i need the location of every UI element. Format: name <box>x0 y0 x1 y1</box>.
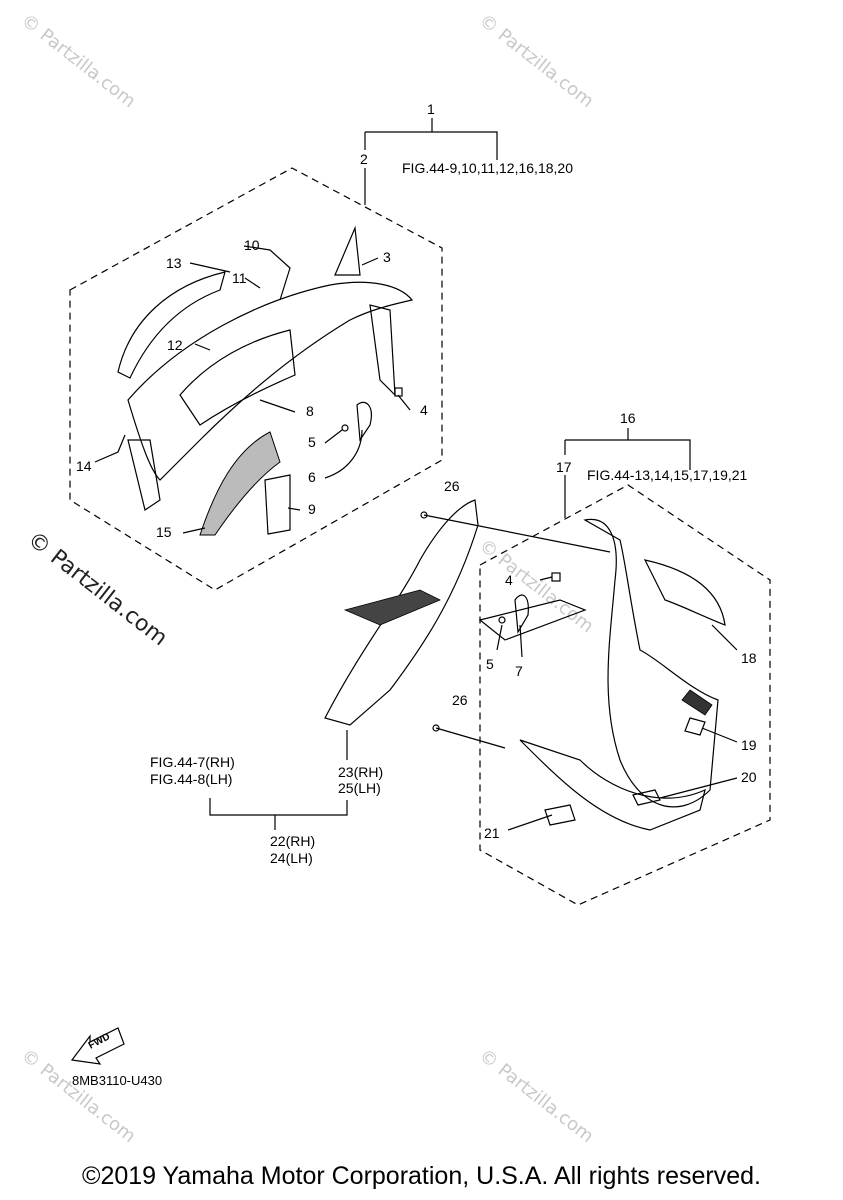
air-duct-part <box>643 559 726 626</box>
copyright-text: ©2019 Yamaha Motor Corporation, U.S.A. A… <box>82 1162 761 1190</box>
callout-3: 3 <box>383 249 391 265</box>
cover-part-3 <box>334 225 361 276</box>
callout-19: 19 <box>741 737 757 753</box>
screw-part-5a <box>341 424 349 432</box>
part-25-lh: 25(LH) <box>338 780 381 796</box>
callout-12: 12 <box>167 337 183 353</box>
screw-part-26b <box>432 724 440 732</box>
callout-9: 9 <box>308 501 316 517</box>
callout-14: 14 <box>76 458 92 474</box>
callout-10: 10 <box>244 237 260 253</box>
callout-11: 11 <box>232 270 247 286</box>
callout-4-lower: 4 <box>505 572 513 588</box>
side-cover-left <box>127 439 161 511</box>
windshield-part <box>117 271 226 379</box>
callout-16: 16 <box>620 410 636 426</box>
bracket-part-6 <box>356 401 372 442</box>
ref-fig-lh: FIG.44-8(LH) <box>150 771 233 787</box>
nut-part-4b <box>551 572 561 582</box>
callout-26-lower: 26 <box>452 692 468 708</box>
part-23-rh: 23(RH) <box>338 764 384 780</box>
bracket-part-7 <box>514 594 529 634</box>
callout-5-upper: 5 <box>308 434 316 450</box>
mesh-panel-part <box>199 431 281 536</box>
emblem-part-20 <box>632 789 661 806</box>
part-22-rh: 22(RH) <box>270 833 316 849</box>
side-cowling-part <box>324 499 479 726</box>
callout-8: 8 <box>306 403 314 419</box>
stay-part <box>369 304 396 397</box>
ref-fig-upper: FIG.44-9,10,11,12,16,18,20 <box>402 160 573 176</box>
screw-part-5b <box>498 616 506 624</box>
callout-5-lower: 5 <box>486 656 494 672</box>
diagram-code: 8MB3110-U430 <box>72 1073 163 1088</box>
emblem-part-19 <box>684 717 706 736</box>
callout-26-upper: 26 <box>444 478 460 494</box>
cover-part-9 <box>264 474 291 535</box>
upper-cowl-part <box>127 281 414 481</box>
right-assembly-boundary <box>479 484 771 906</box>
front-cowling-part <box>583 518 719 808</box>
callout-18: 18 <box>741 650 757 666</box>
part-24-lh: 24(LH) <box>270 850 313 866</box>
callout-20: 20 <box>741 769 757 785</box>
inner-panel-part <box>179 329 296 426</box>
callout-17: 17 <box>556 459 572 475</box>
callout-15: 15 <box>156 524 172 540</box>
callout-1: 1 <box>427 101 435 117</box>
fwd-arrow-icon <box>70 1027 125 1065</box>
ref-fig-rh: FIG.44-7(RH) <box>150 754 235 770</box>
callout-21: 21 <box>484 825 500 841</box>
upper-assembly-boundary <box>69 167 443 591</box>
callout-7: 7 <box>515 663 523 679</box>
emblem-part-21 <box>544 804 576 826</box>
callout-4-upper: 4 <box>420 402 428 418</box>
callout-13: 13 <box>166 255 182 271</box>
callout-2: 2 <box>360 151 368 167</box>
ref-fig-right: FIG.44-13,14,15,17,19,21 <box>587 467 748 483</box>
callout-6: 6 <box>308 469 316 485</box>
